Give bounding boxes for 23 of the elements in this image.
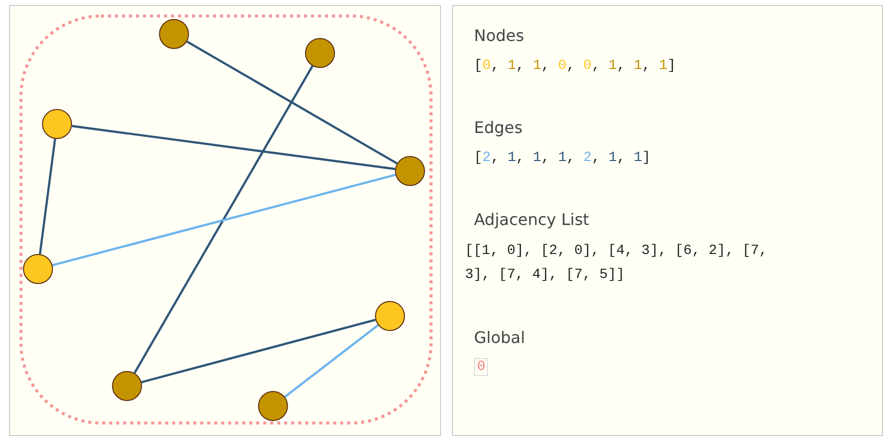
edge-line bbox=[38, 138, 56, 254]
edge-line bbox=[134, 65, 314, 374]
heading: Global bbox=[474, 328, 526, 347]
node-circle bbox=[23, 254, 53, 284]
edge-line bbox=[186, 40, 398, 164]
heading: Adjacency List bbox=[474, 210, 590, 229]
heading: Nodes bbox=[474, 26, 524, 45]
node-circle bbox=[42, 109, 72, 139]
node-values: [0, 1, 1, 0, 0, 1, 1, 1] bbox=[474, 57, 676, 76]
edge-line bbox=[72, 124, 396, 170]
node-circle bbox=[159, 19, 189, 49]
edge-line bbox=[284, 324, 379, 398]
heading: Edges bbox=[474, 118, 523, 137]
edge-line bbox=[52, 174, 396, 266]
global-value: 0 bbox=[474, 358, 488, 376]
edge-values: [2, 1, 1, 1, 2, 1, 1] bbox=[474, 149, 651, 168]
adjacency-list: [[1, 0], [2, 0], [4, 3], [6, 2], [7, 3], [7, 4], [7, 5]] bbox=[465, 239, 795, 287]
node-circle bbox=[395, 156, 425, 186]
edge-line bbox=[141, 318, 376, 384]
node-circle bbox=[112, 371, 142, 401]
node-circle bbox=[305, 38, 335, 68]
node-circle bbox=[258, 391, 288, 421]
node-circle bbox=[375, 301, 405, 331]
